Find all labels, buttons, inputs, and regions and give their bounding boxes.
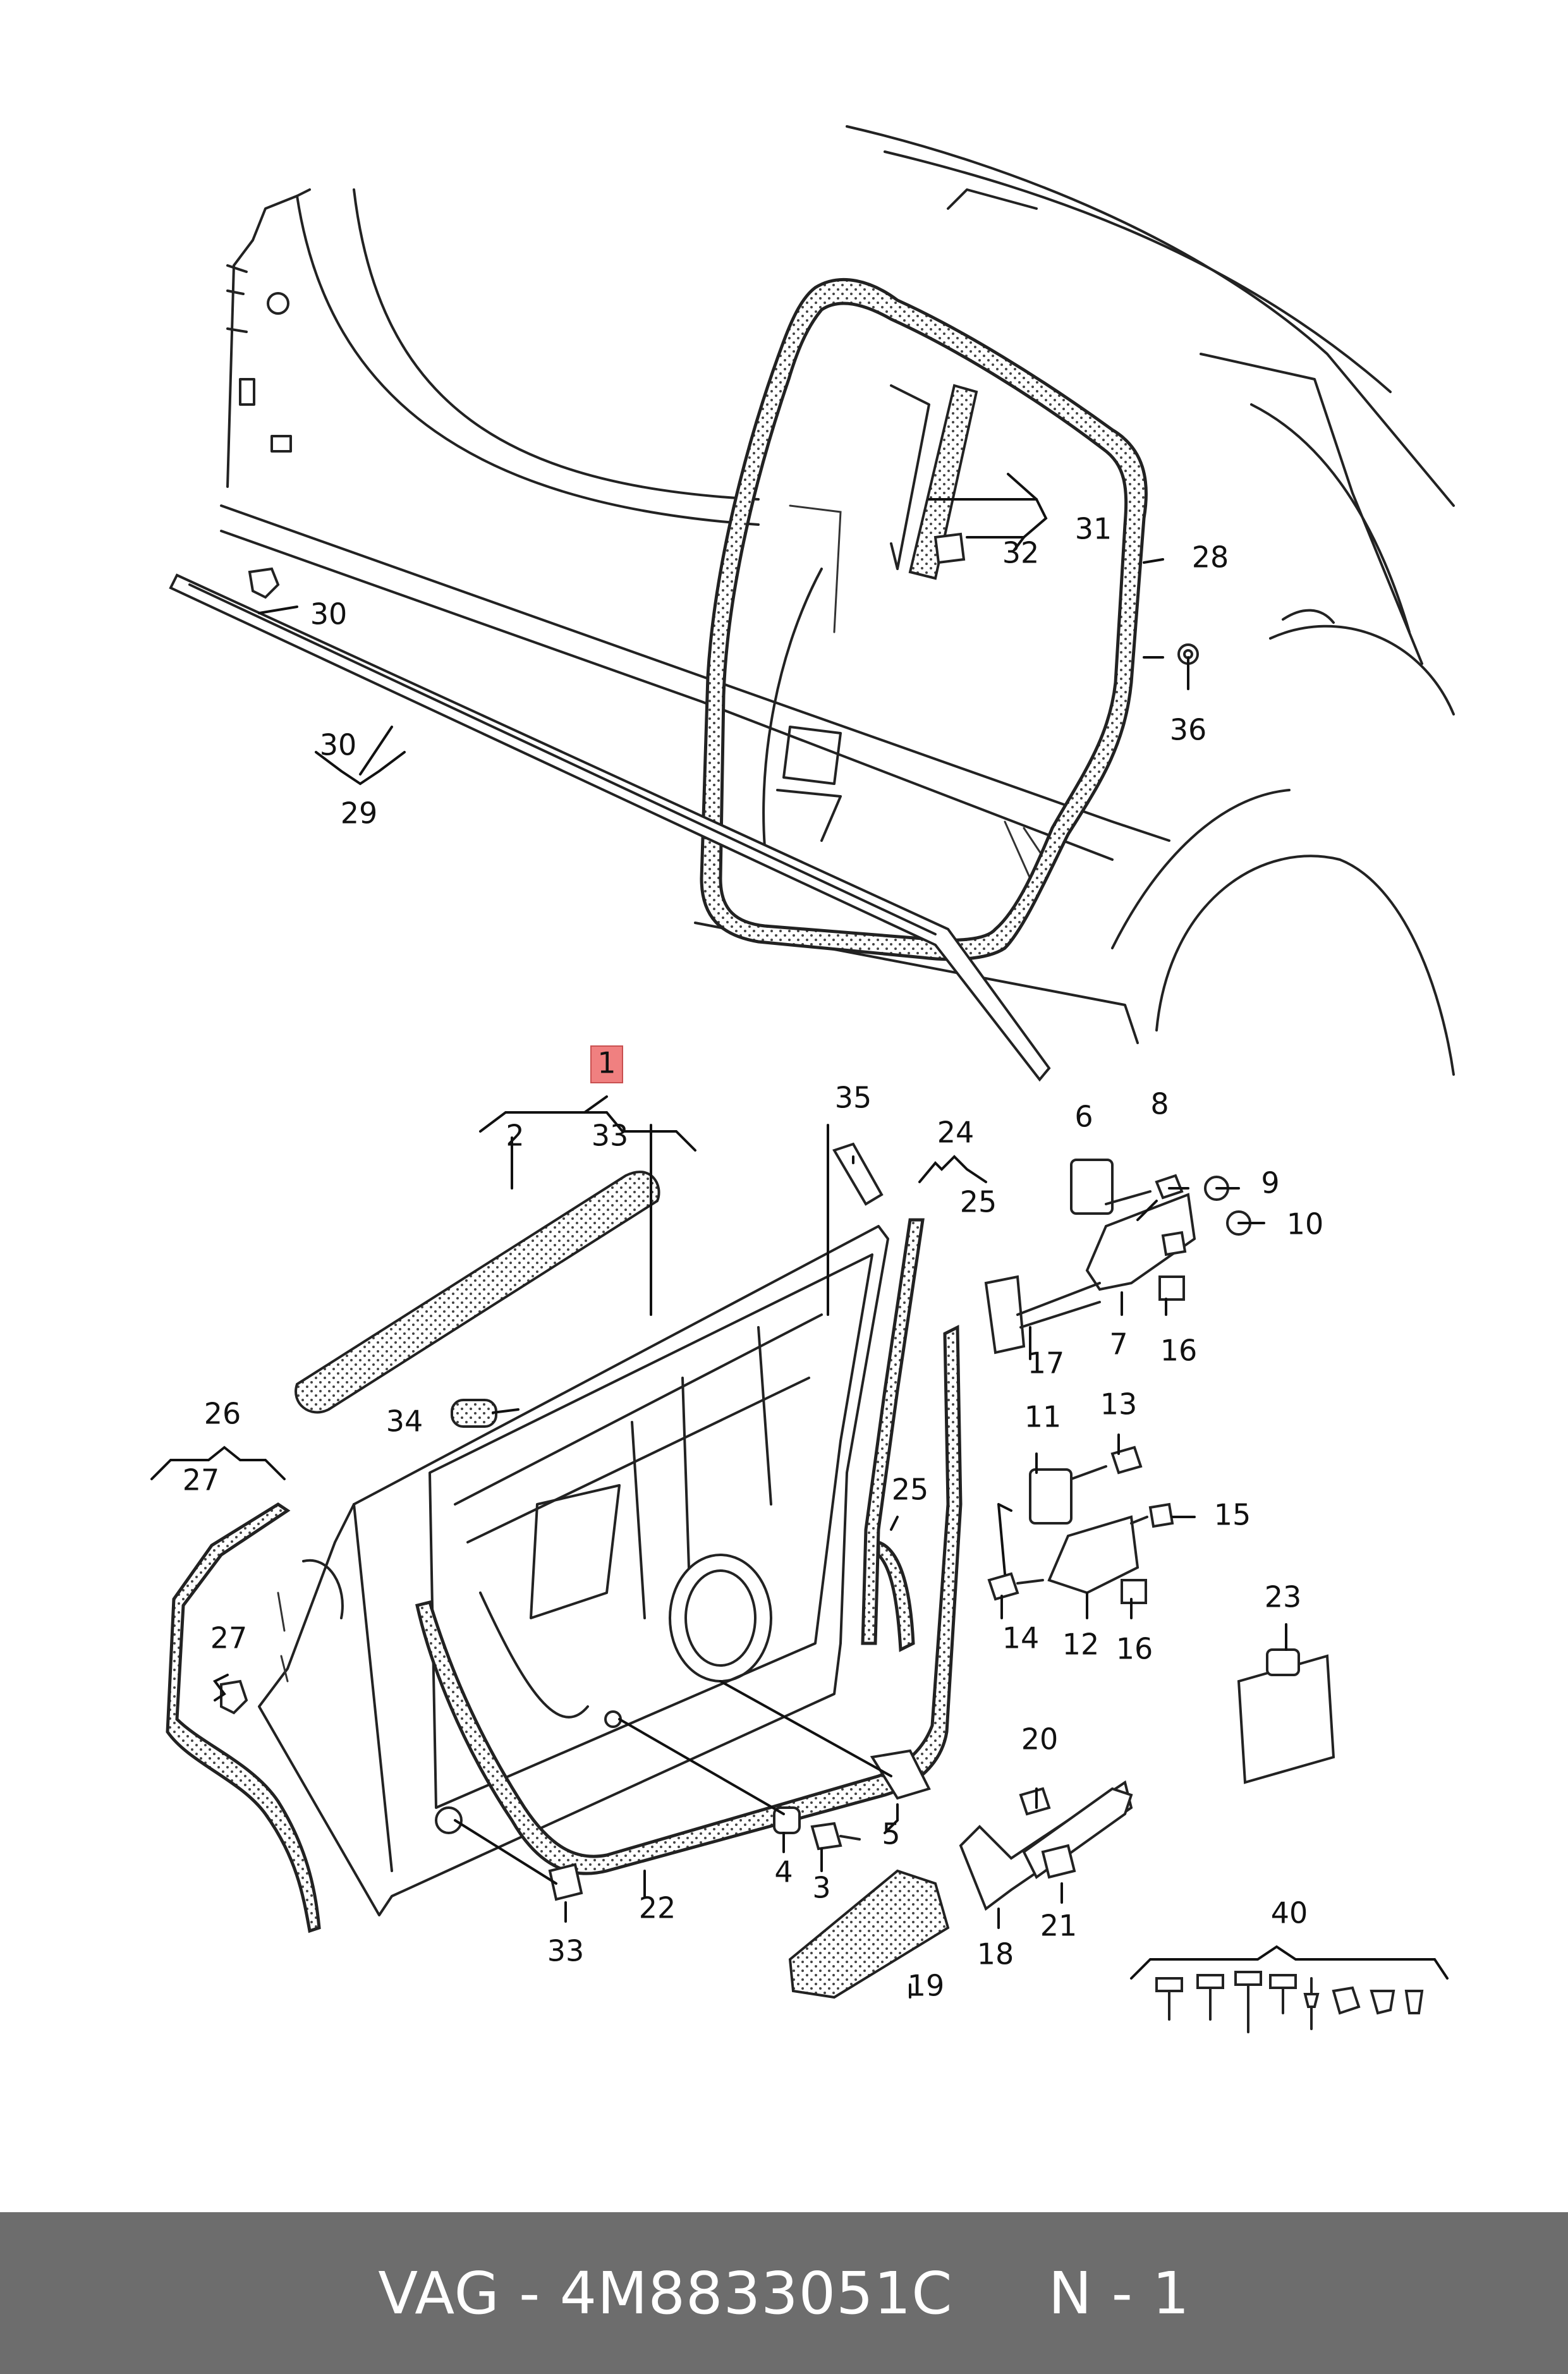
bolt-35: [832, 1142, 884, 1206]
label-40: 40: [1271, 1896, 1308, 1930]
label-14: 14: [1002, 1621, 1040, 1655]
label-16: 16: [1116, 1632, 1153, 1666]
label-36: 36: [1170, 713, 1207, 747]
bushing-16a: [1158, 1275, 1185, 1301]
fastener-set-40: [1155, 1971, 1424, 2033]
front-seal-26: [166, 1502, 321, 1933]
label-12: 12: [1062, 1628, 1100, 1662]
label-15: 15: [1214, 1498, 1251, 1532]
label-19: 19: [908, 1969, 945, 2003]
label-25: 25: [892, 1473, 929, 1507]
separator: -: [499, 2259, 560, 2327]
plug-34: [451, 1399, 497, 1428]
label-16: 16: [1160, 1334, 1198, 1368]
brand-text: VAG: [378, 2259, 500, 2327]
label-29: 29: [341, 796, 378, 831]
label-6: 6: [1074, 1100, 1093, 1134]
pillar-trim-31: [908, 384, 978, 580]
part-number: 4M8833051C: [559, 2259, 953, 2327]
plug-5: [870, 1749, 931, 1800]
door-shell: [258, 1225, 889, 1916]
sill-trim-29: [169, 573, 1051, 1082]
label-9: 9: [1261, 1166, 1279, 1200]
door-opening-seal-28: [700, 277, 1148, 961]
bolt-33: [548, 1863, 583, 1901]
label-33: 33: [547, 1934, 585, 1968]
label-4: 4: [774, 1855, 793, 1889]
label-30: 30: [310, 597, 348, 631]
label-22: 22: [639, 1891, 676, 1925]
hinge-12: [1047, 1515, 1140, 1595]
hinge-11: [1029, 1468, 1073, 1525]
label-11: 11: [1024, 1400, 1062, 1434]
label-26: 26: [204, 1397, 241, 1431]
door-belt-strip-2: [295, 1171, 660, 1414]
label-31: 31: [1075, 512, 1112, 546]
car-body-side: [220, 125, 1455, 1076]
window-channel-24: [861, 1218, 925, 1645]
page-indicator: N - 1: [1048, 2259, 1190, 2327]
bolt-21: [1041, 1844, 1076, 1879]
label-33: 33: [592, 1119, 629, 1153]
spacer-4: [773, 1806, 801, 1834]
bolt-20: [1019, 1787, 1051, 1816]
bolt-8: [1155, 1174, 1184, 1200]
seal-25: [877, 1540, 915, 1652]
label-24: 24: [937, 1116, 975, 1150]
label-32: 32: [1002, 536, 1040, 570]
label-23: 23: [1265, 1580, 1302, 1614]
bolt-15: [1148, 1502, 1174, 1528]
label-25: 25: [960, 1185, 997, 1219]
bolt-14: [987, 1572, 1019, 1601]
hinge-6: [1070, 1159, 1114, 1215]
screw-3: [810, 1822, 842, 1851]
label-2: 2: [506, 1119, 524, 1153]
handle-19: [788, 1869, 950, 1999]
highlighted-part-marker: [590, 1045, 623, 1083]
label-17: 17: [1028, 1346, 1065, 1380]
label-18: 18: [977, 1937, 1014, 1971]
label-7: 7: [1109, 1327, 1127, 1361]
bolt-13: [1110, 1446, 1143, 1475]
label-34: 34: [386, 1404, 423, 1439]
label-35: 35: [835, 1081, 872, 1115]
part-labels: 1 33 2 3 4 5 6 7 8 9 10 11 12 13 14 15 1…: [183, 512, 1324, 2003]
hinge-7: [1085, 1193, 1196, 1291]
label-20: 20: [1021, 1722, 1059, 1756]
label-3: 3: [812, 1871, 830, 1905]
label-30: 30: [320, 728, 357, 762]
label-13: 13: [1100, 1387, 1138, 1421]
label-28: 28: [1192, 540, 1229, 575]
clip-30: [248, 567, 280, 599]
label-21: 21: [1040, 1909, 1078, 1943]
label-27: 27: [183, 1463, 220, 1497]
clip-32: [933, 532, 966, 564]
part-number-footer: VAG - 4M8833051C N - 1: [0, 2212, 1568, 2374]
label-10: 10: [1287, 1207, 1324, 1241]
bushing-16b: [1121, 1579, 1147, 1604]
exploded-parts-diagram: 1 33 2 3 4 5 6 7 8 9 10 11 12 13 14 15 1…: [150, 125, 1455, 2033]
label-8: 8: [1150, 1087, 1169, 1121]
door-seal-22: [415, 1324, 963, 1875]
clip-27: [220, 1679, 248, 1715]
leader-lines: [150, 473, 1449, 1999]
bolt-17: [984, 1275, 1026, 1354]
label-5: 5: [882, 1817, 900, 1851]
label-27: 27: [210, 1621, 248, 1655]
spacer: [952, 2260, 1048, 2327]
label-1: 1: [597, 1046, 616, 1080]
